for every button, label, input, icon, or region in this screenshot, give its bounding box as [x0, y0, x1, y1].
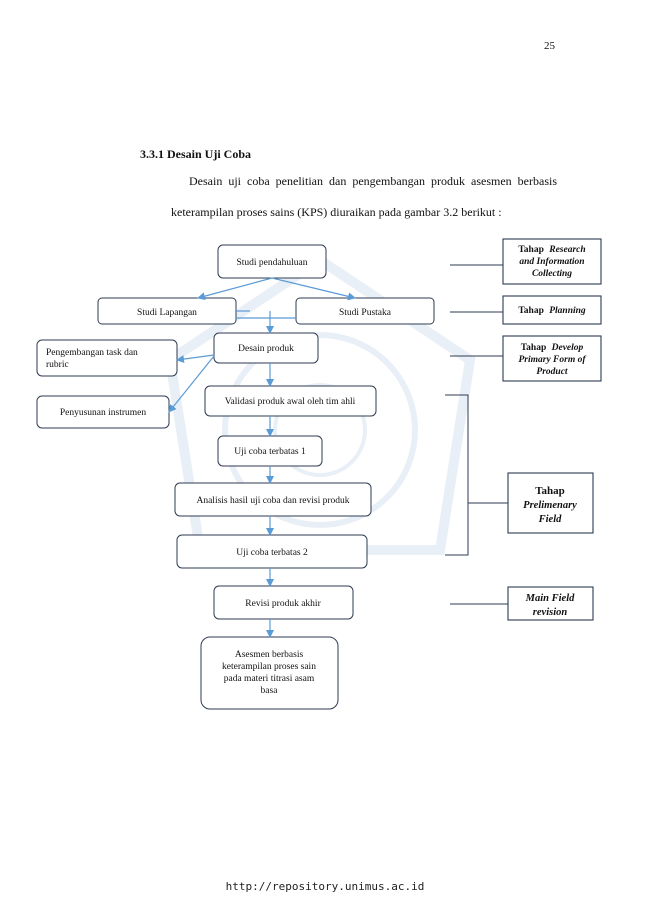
label-uji-coba-1: Uji coba terbatas 1	[234, 447, 306, 457]
box-studi-pustaka	[295, 297, 435, 325]
label-studi-lapangan: Studi Lapangan	[137, 308, 197, 318]
stage-planning-prefix: Tahap	[518, 306, 544, 316]
stage-box-develop	[502, 335, 602, 382]
box-pengembangan	[36, 339, 178, 377]
stage-box-research	[502, 238, 602, 285]
stage-box-main	[507, 586, 594, 621]
stage-research-line1: Research	[548, 245, 585, 255]
label-revisi: Revisi produk akhir	[245, 599, 321, 609]
label-uji-coba-2: Uji coba terbatas 2	[236, 548, 308, 558]
svg-text:Tahap Research: Tahap Research	[518, 245, 585, 255]
stage-research-prefix: Tahap	[518, 245, 544, 255]
stage-develop-line3: Product	[536, 367, 568, 377]
footer-url: http://repository.unimus.ac.id	[225, 880, 425, 893]
box-asesmen	[200, 636, 339, 710]
svg-text:Tahap Develop: Tahap Develop	[521, 343, 584, 353]
svg-text:Tahap Planning: Tahap Planning	[518, 306, 586, 316]
stage-develop-prefix: Tahap	[521, 343, 547, 353]
stage-preliminary-line3: Field	[538, 514, 562, 525]
stage-research-line2: and Information	[519, 257, 584, 267]
stage-box-planning	[502, 295, 602, 325]
section-title: 3.3.1 Desain Uji Coba	[140, 147, 252, 161]
stage-main-line1: Main Field	[525, 593, 575, 604]
label-pengembangan-1: Pengembangan task dan	[46, 348, 138, 358]
label-asesmen-2: keterampilan proses sain	[222, 662, 316, 672]
label-asesmen-4: basa	[261, 686, 279, 696]
stage-develop-line1: Develop	[551, 343, 584, 353]
stage-preliminary-line2: Prelimenary	[523, 500, 577, 511]
label-asesmen-1: Asesmen berbasis	[235, 650, 304, 660]
stage-develop-line2: Primary Form of	[518, 355, 586, 365]
box-revisi	[213, 585, 354, 620]
label-studi-pustaka: Studi Pustaka	[339, 308, 392, 318]
stage-main-line2: revision	[533, 607, 568, 618]
label-studi-pendahuluan: Studi pendahuluan	[237, 258, 308, 268]
stage-planning: Planning	[549, 306, 586, 316]
box-validasi	[204, 385, 377, 417]
label-pengembangan-2: rubric	[46, 360, 69, 370]
label-desain-produk: Desain produk	[238, 344, 294, 354]
stage-preliminary-line1: Tahap	[535, 485, 565, 497]
body-paragraph: Desain uji coba penelitian dan pengemban…	[171, 174, 557, 219]
page-number: 25	[544, 40, 555, 52]
label-validasi: Validasi produk awal oleh tim ahli	[225, 397, 356, 407]
stage-research-line3: Collecting	[532, 269, 572, 279]
label-analisis: Analisis hasil uji coba dan revisi produ…	[196, 496, 349, 506]
stage-box-preliminary	[507, 472, 594, 534]
label-penyusunan: Penyusunan instrumen	[60, 408, 147, 418]
label-asesmen-3: pada materi titrasi asam	[224, 674, 315, 684]
